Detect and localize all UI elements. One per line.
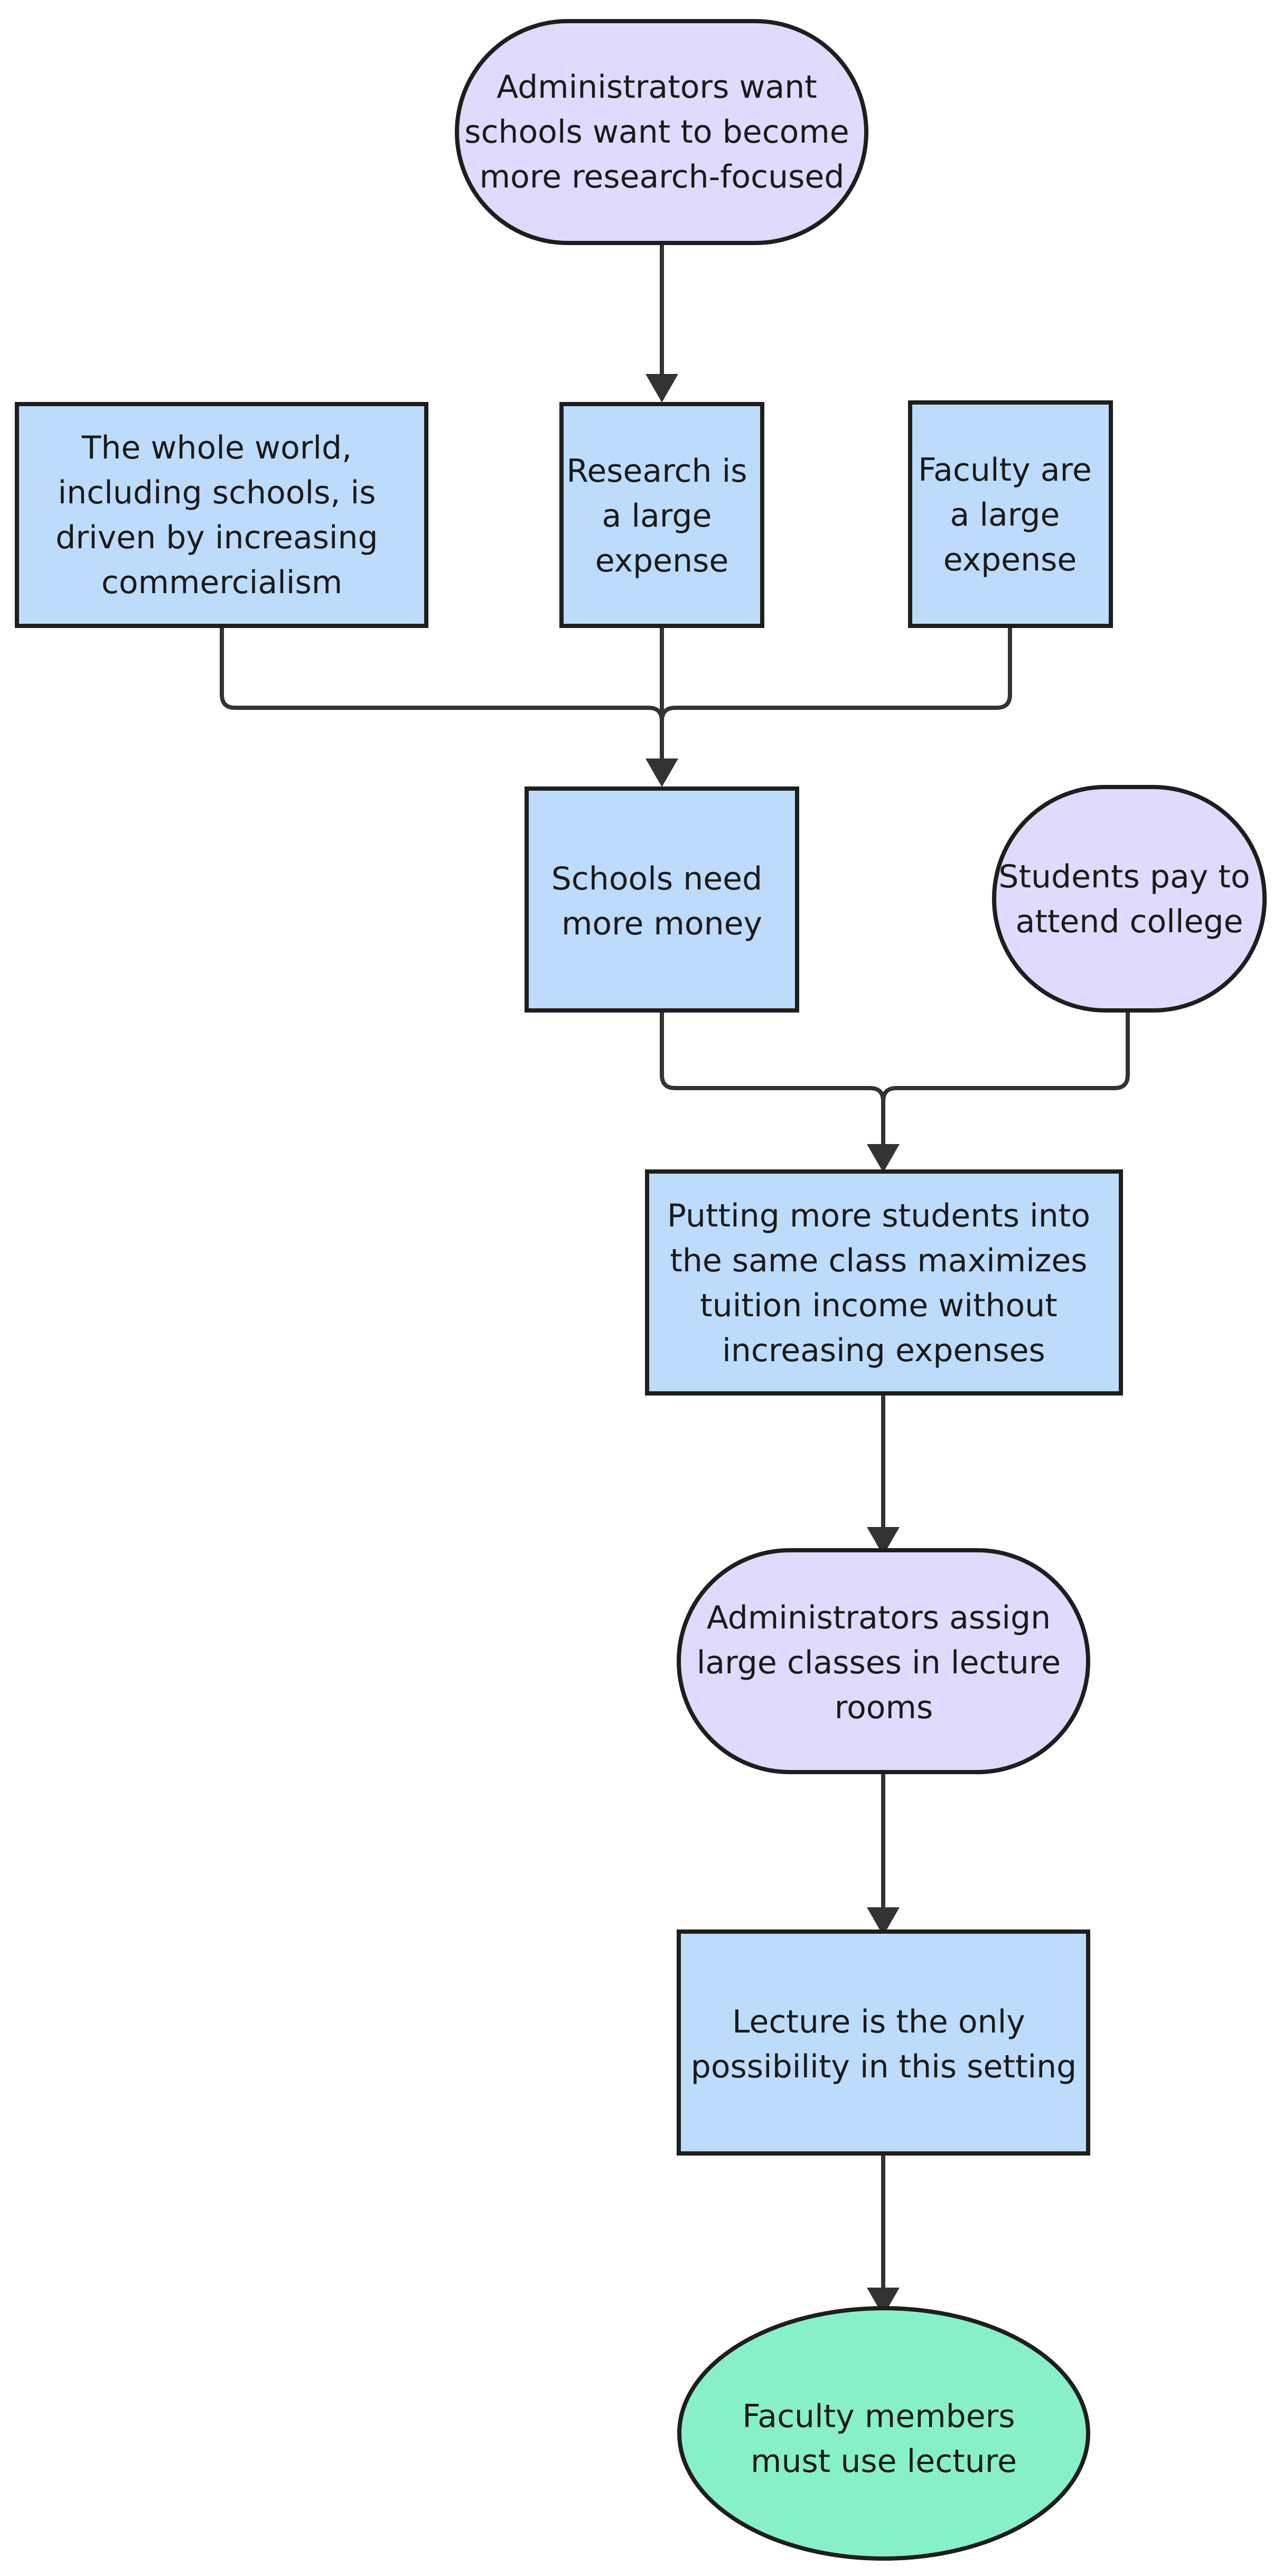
node-need-money: Schools need more money: [525, 786, 799, 1013]
edge-commercialism-to-need-money: [220, 624, 664, 768]
node-admin-research: Administrators want schools want to beco…: [455, 19, 868, 245]
node-must-lecture: Faculty members must use lecture: [677, 2306, 1090, 2561]
node-large-classes: Administrators assign large classes in l…: [677, 1548, 1090, 1774]
arrowhead: [867, 2288, 900, 2316]
arrowhead: [867, 1907, 900, 1936]
node-label: Administrators want schools want to beco…: [464, 69, 859, 195]
node-label: Faculty members must use lecture: [742, 2398, 1025, 2480]
edge-students-pay-to-more-students: [881, 1008, 1130, 1154]
node-label: Faculty are a large expense: [918, 452, 1102, 578]
node-label: Research is a large expense: [566, 453, 757, 579]
node-lecture-only: Lecture is the only possibility in this …: [677, 1929, 1090, 2156]
node-commercialism: The whole world, including schools, is d…: [15, 402, 428, 628]
node-more-students: Putting more students into the same clas…: [645, 1169, 1123, 1395]
arrowhead: [645, 758, 678, 787]
node-label: Putting more students into the same clas…: [667, 1197, 1100, 1369]
arrowhead: [645, 374, 678, 402]
edge-need-money-to-more-students: [660, 1008, 885, 1154]
edges: [220, 241, 1130, 2316]
node-label: Students pay to attend college: [998, 858, 1260, 940]
node-students-pay: Students pay to attend college: [992, 785, 1267, 1013]
arrowhead: [867, 1144, 900, 1173]
node-label: Administrators assign large classes in l…: [697, 1599, 1071, 1726]
arrowhead: [867, 1527, 900, 1556]
node-label: The whole world, including schools, is d…: [55, 429, 388, 601]
edge-faculty-to-need-money: [660, 624, 1012, 768]
node-faculty-expense: Faculty are a large expense: [908, 400, 1113, 628]
node-label: Lecture is the only possibility in this …: [691, 2003, 1077, 2085]
node-label: Schools need more money: [551, 860, 773, 942]
node-research-expense: Research is a large expense: [559, 402, 764, 628]
